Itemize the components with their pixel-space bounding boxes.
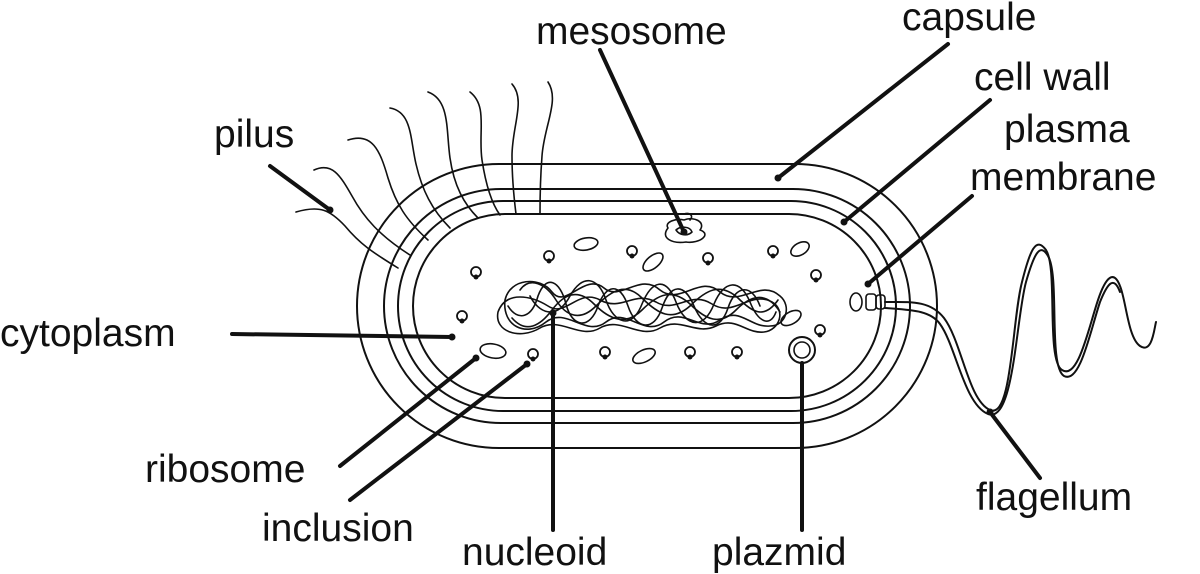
pilus-strand <box>347 137 429 241</box>
nucleoid-strand <box>507 281 761 326</box>
ribosomes <box>456 245 826 362</box>
ribosome <box>599 346 611 360</box>
mesosome <box>664 212 706 244</box>
plasmid <box>788 336 816 364</box>
nucleoid-strand <box>529 279 777 324</box>
label-membrane: membrane <box>970 156 1156 199</box>
inclusion-body <box>780 309 802 327</box>
plasmid-inner-ring <box>793 341 811 359</box>
pilus-leader <box>268 164 332 212</box>
label-inclusion: inclusion <box>262 507 414 550</box>
flagellum <box>849 243 1157 416</box>
mesosome-tip <box>683 212 693 221</box>
capsule-leader <box>776 42 950 180</box>
label-nucleoid: nucleoid <box>462 531 607 574</box>
inclusions <box>479 236 810 365</box>
inclusion-body <box>479 342 507 360</box>
ribosome <box>456 310 468 324</box>
ribosome <box>814 324 826 338</box>
flagellum-filament <box>884 243 1157 412</box>
mesosome-leader <box>598 48 686 234</box>
nucleoid-strand <box>519 281 779 317</box>
flagellum-filament-edge <box>884 249 1121 416</box>
pilus-strand <box>427 91 479 219</box>
leader-lines <box>230 42 1042 532</box>
pilus-strand <box>313 166 411 256</box>
plasmid-outer-ring <box>788 336 816 364</box>
nucleoid <box>496 279 788 335</box>
inclusion-body <box>573 236 599 252</box>
pilus-strand <box>295 208 399 269</box>
nucleoid-strand <box>496 296 781 335</box>
flagellum-hook <box>865 293 877 311</box>
inclusion-body <box>790 240 810 258</box>
cell-wall-leader <box>842 98 992 224</box>
ribosome <box>527 348 539 362</box>
label-pilus: pilus <box>214 113 294 156</box>
label-mesosome: mesosome <box>536 10 727 53</box>
inclusion-body <box>632 347 656 365</box>
ribosome <box>626 245 638 259</box>
ribosome <box>470 266 482 280</box>
pilus-strand <box>469 91 501 216</box>
pilus-strand <box>389 107 451 229</box>
inclusion-leader <box>348 362 529 502</box>
plasma-membrane-outline <box>412 213 882 399</box>
pilus-strand <box>539 81 554 215</box>
flagellum-basal-body <box>849 292 863 312</box>
label-capsule: capsule <box>902 0 1036 39</box>
label-plasma: plasma <box>1004 108 1130 151</box>
cell-wall-outline <box>383 188 911 424</box>
ribosome-leader <box>338 356 478 468</box>
pili <box>295 81 554 269</box>
ribosome <box>767 245 779 259</box>
label-plazmid: plazmid <box>712 531 846 574</box>
ribosome <box>543 250 555 264</box>
ribosome <box>731 346 743 360</box>
label-flagellum: flagellum <box>976 476 1132 519</box>
pilus-strand <box>511 83 520 215</box>
flagellum-leader <box>988 410 1042 480</box>
capsule-outline <box>356 163 938 449</box>
labels: mesosome capsule cell wall plasma membra… <box>0 0 1156 574</box>
cytoplasm-leader <box>230 332 454 339</box>
ribosome <box>810 269 822 283</box>
label-cell-wall: cell wall <box>974 56 1111 99</box>
label-cytoplasm: cytoplasm <box>0 312 176 355</box>
cell-envelope <box>356 163 938 449</box>
cell-wall-inner-outline <box>397 200 897 412</box>
inclusion-body <box>642 252 664 272</box>
plasma-membrane-leader <box>866 194 974 286</box>
ribosome <box>684 346 696 360</box>
label-ribosome: ribosome <box>145 448 305 491</box>
ribosome <box>702 252 714 266</box>
